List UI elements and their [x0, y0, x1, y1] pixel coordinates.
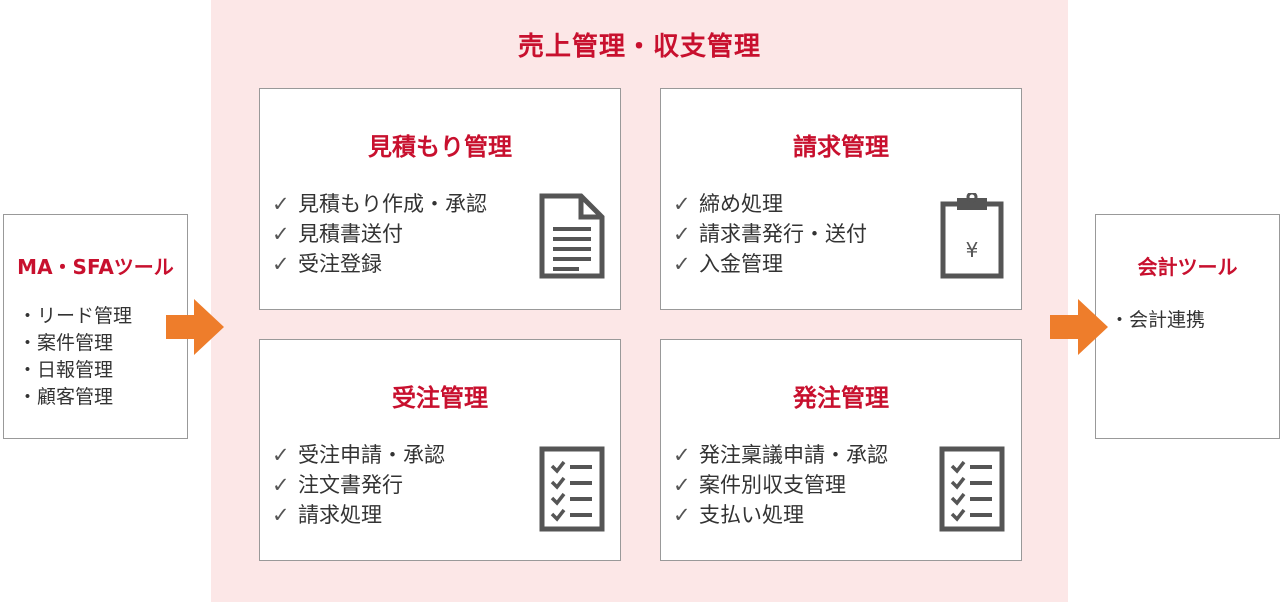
arrow-right-icon: [166, 299, 224, 355]
yen-clipboard-icon: ¥: [940, 193, 1004, 279]
card-title: 見積もり管理: [368, 133, 512, 161]
list-item: ✓見積もり作成・承認: [272, 189, 487, 219]
billing-management-card: 請求管理 ✓締め処理 ✓請求書発行・送付 ✓入金管理 ¥: [660, 88, 1022, 310]
check-icon: ✓: [272, 473, 290, 497]
list-item: ✓受注登録: [272, 249, 487, 279]
arrow-right-icon: [1050, 299, 1108, 355]
bullet-icon: ・: [1110, 309, 1130, 331]
list-item: ・リード管理: [18, 305, 133, 327]
center-title: 売上管理・収支管理: [517, 32, 761, 62]
ma-sfa-tool-list: ・リード管理 ・案件管理 ・日報管理 ・顧客管理: [18, 303, 132, 411]
checklist-icon: [539, 446, 605, 532]
check-icon: ✓: [673, 192, 691, 216]
list-item: ✓入金管理: [673, 249, 867, 279]
list-item: ✓請求処理: [272, 500, 445, 530]
card-title: 受注管理: [392, 384, 488, 412]
card-item-list: ✓発注稟議申請・承認 ✓案件別収支管理 ✓支払い処理: [673, 440, 888, 530]
document-icon: [539, 193, 605, 279]
list-item: ✓見積書送付: [272, 219, 487, 249]
list-item: ✓請求書発行・送付: [673, 219, 867, 249]
list-item: ・案件管理: [18, 332, 114, 354]
list-item: ・顧客管理: [18, 386, 114, 408]
check-icon: ✓: [673, 222, 691, 246]
accounting-tool-box: 会計ツール ・会計連携: [1095, 214, 1280, 439]
list-item: ・日報管理: [18, 359, 114, 381]
card-item-list: ✓見積もり作成・承認 ✓見積書送付 ✓受注登録: [272, 189, 487, 279]
check-icon: ✓: [673, 252, 691, 276]
list-item: ✓発注稟議申請・承認: [673, 440, 888, 470]
check-icon: ✓: [673, 503, 691, 527]
ma-sfa-tool-box: MA・SFAツール ・リード管理 ・案件管理 ・日報管理 ・顧客管理: [3, 214, 188, 439]
card-item-list: ✓受注申請・承認 ✓注文書発行 ✓請求処理: [272, 440, 445, 530]
check-icon: ✓: [673, 473, 691, 497]
bullet-icon: ・: [18, 386, 38, 408]
card-title: 発注管理: [793, 384, 889, 412]
check-icon: ✓: [272, 443, 290, 467]
check-icon: ✓: [272, 222, 290, 246]
list-item: ✓支払い処理: [673, 500, 888, 530]
list-item: ✓注文書発行: [272, 470, 445, 500]
accounting-tool-list: ・会計連携: [1110, 307, 1205, 334]
accounting-tool-title: 会計ツール: [1137, 255, 1238, 279]
check-icon: ✓: [272, 503, 290, 527]
list-item: ✓受注申請・承認: [272, 440, 445, 470]
bullet-icon: ・: [18, 332, 38, 354]
list-item: ✓締め処理: [673, 189, 867, 219]
check-icon: ✓: [272, 252, 290, 276]
ma-sfa-tool-title: MA・SFAツール: [17, 255, 174, 279]
card-title: 請求管理: [793, 133, 889, 161]
list-item: ・会計連携: [1110, 309, 1206, 331]
check-icon: ✓: [272, 192, 290, 216]
order-receipt-card: 受注管理 ✓受注申請・承認 ✓注文書発行 ✓請求処理: [259, 339, 621, 561]
check-icon: ✓: [673, 443, 691, 467]
svg-text:¥: ¥: [966, 238, 979, 262]
checklist-icon: [939, 446, 1005, 532]
list-item: ✓案件別収支管理: [673, 470, 888, 500]
card-item-list: ✓締め処理 ✓請求書発行・送付 ✓入金管理: [673, 189, 867, 279]
purchase-order-card: 発注管理 ✓発注稟議申請・承認 ✓案件別収支管理 ✓支払い処理: [660, 339, 1022, 561]
estimate-management-card: 見積もり管理 ✓見積もり作成・承認 ✓見積書送付 ✓受注登録: [259, 88, 621, 310]
bullet-icon: ・: [18, 359, 38, 381]
bullet-icon: ・: [18, 305, 38, 327]
